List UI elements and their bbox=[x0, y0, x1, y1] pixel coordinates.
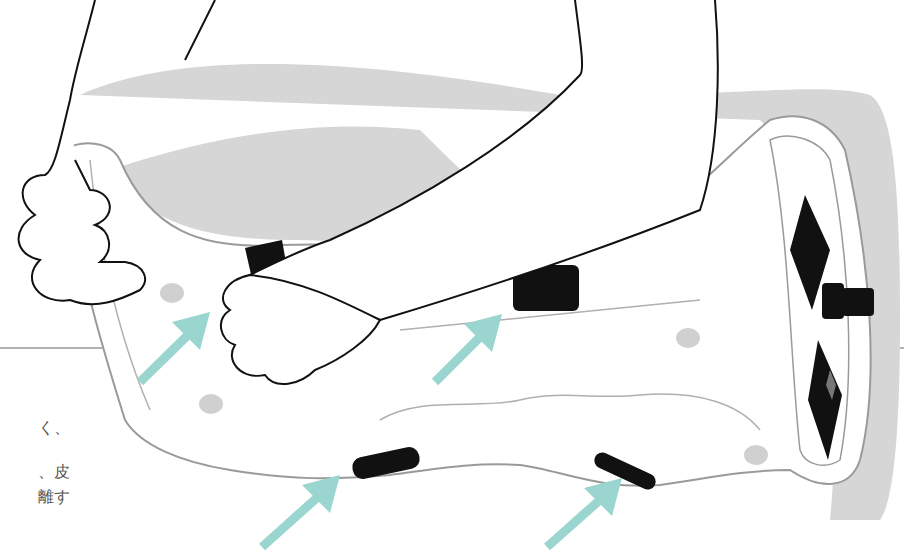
knob bbox=[842, 288, 874, 316]
device-edge bbox=[380, 394, 760, 430]
note-text: 離す bbox=[38, 487, 70, 507]
knob bbox=[822, 283, 844, 319]
arm bbox=[70, 0, 95, 100]
end-panel bbox=[770, 136, 849, 465]
button bbox=[808, 340, 842, 460]
pointer-arrows bbox=[140, 312, 622, 547]
dot bbox=[744, 445, 768, 465]
note-text: 、皮 bbox=[38, 462, 70, 482]
indicator bbox=[826, 370, 836, 400]
hand bbox=[221, 275, 380, 384]
pad bbox=[350, 445, 421, 481]
dot bbox=[676, 328, 700, 348]
dot bbox=[199, 394, 223, 414]
hand bbox=[19, 100, 145, 304]
arm bbox=[185, 0, 215, 60]
arm bbox=[250, 0, 718, 320]
note-text: く、 bbox=[38, 418, 70, 438]
dot bbox=[160, 283, 184, 303]
